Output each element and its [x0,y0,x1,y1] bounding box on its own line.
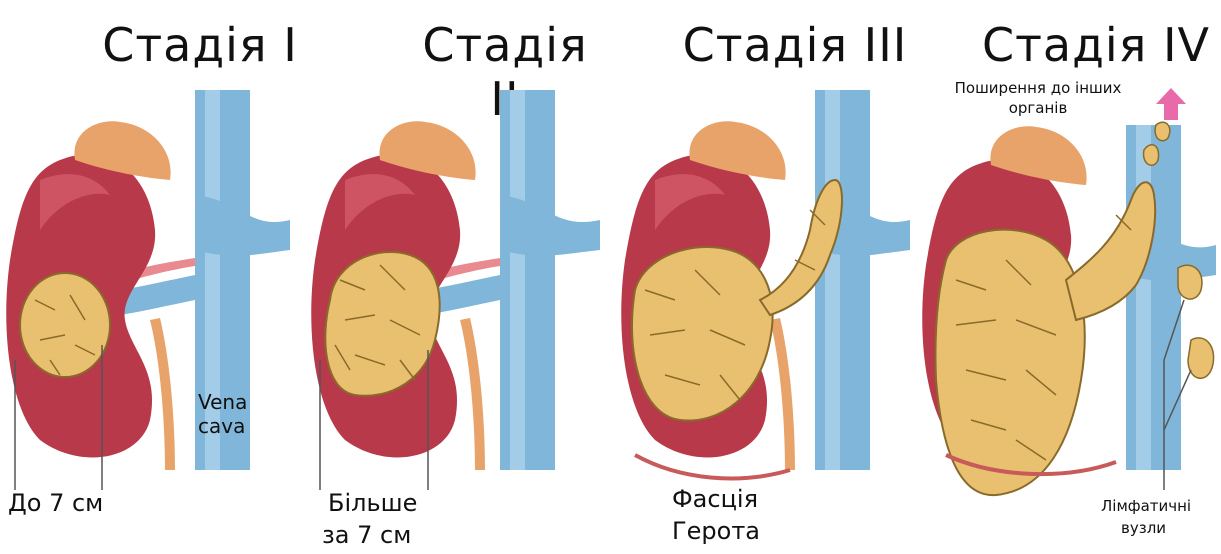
lymph-node [1188,338,1214,378]
stage-4-lymph-label-line2: вузли [1121,518,1166,538]
stage-2-illustration [310,0,615,554]
stage-3-fascia-label-line1: Фасція [672,484,758,514]
stage-1-panel: Стадія I До 7 см Vena cava [0,0,305,554]
stage-1-size-label: До 7 см [8,488,103,518]
vena-cava [1126,125,1181,470]
tumor [20,273,110,377]
stage-4-spread-label-line1: Поширення до інших [918,78,1158,98]
stage-4-panel: Стадія IV Поширення до інших органів Лім… [916,0,1221,554]
stage-2-size-label-line2: за 7 см [322,520,411,550]
gerota-fascia [635,455,790,478]
stage-3-illustration [620,0,925,554]
stage-4-lymph-label-line1: Лімфатичні [1101,496,1191,516]
lymph-node [1178,265,1202,299]
stage-2-size-label-line1: Більше [328,488,417,518]
vena-cava [500,90,555,470]
stage-4-spread-label-line2: органів [918,98,1158,118]
stage-2-panel: Стадія II Більше за 7 см [310,0,615,554]
arrow-up-icon [1156,88,1186,120]
stage-3-fascia-label-line2: Герота [672,516,760,546]
vena-cava [815,90,870,470]
stage-3-panel: Стадія III Фасція Герота [620,0,925,554]
vena-cava-label-line2: cava [198,414,245,438]
vena-cava-label-line1: Vena [198,390,247,414]
stage-1-illustration [0,0,305,554]
tumor [935,230,1084,496]
